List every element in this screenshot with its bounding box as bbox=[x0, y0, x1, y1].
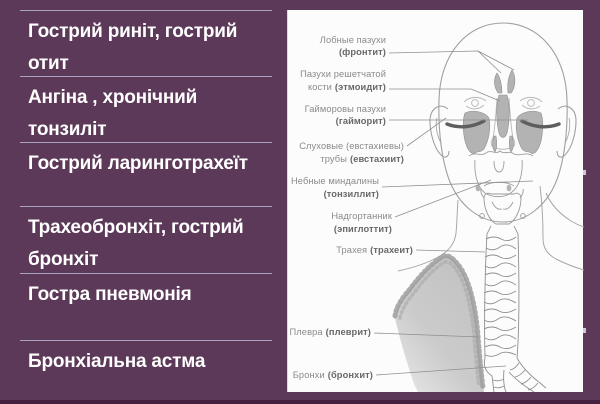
pleura-border bbox=[392, 253, 486, 391]
neck-shoulders bbox=[397, 185, 584, 272]
list-item: Трахеобронхіт, гострий бронхіт bbox=[20, 206, 272, 273]
list-item-label: Гострий риніт, гострий отит bbox=[28, 21, 238, 74]
tonsil-left bbox=[475, 184, 481, 192]
cropped-edge-mark bbox=[583, 328, 586, 333]
lung-shape bbox=[395, 255, 484, 392]
label-maxillary-sinus-term: (гайморит) bbox=[336, 116, 386, 126]
slide-bottom-edge bbox=[0, 400, 600, 404]
trachea bbox=[483, 233, 520, 359]
sinus-shapes bbox=[462, 69, 544, 154]
label-pleura: Плевра(плеврит) bbox=[290, 327, 372, 337]
list-item-label: Трахеобронхіт, гострий бронхіт bbox=[28, 217, 244, 270]
label-ethmoid-sinus-term: кости(этмоидит) bbox=[308, 82, 386, 92]
diagram-labels: Лобные пазухи (фронтит) Пазухи решетчато… bbox=[290, 35, 413, 380]
list-item-label: Гострий ларинготрахеїт bbox=[28, 153, 248, 174]
label-epiglottis: Надгортанник bbox=[331, 211, 393, 221]
ethmoid-cell bbox=[509, 135, 514, 153]
label-bronchi: Бронхи(бронхит) bbox=[293, 370, 373, 380]
anatomy-figure-panel: Лобные пазухи (фронтит) Пазухи решетчато… bbox=[287, 10, 584, 392]
frontal-sinus-left bbox=[494, 72, 503, 94]
label-eustachian-tubes: Слуховые (евстахиевы) bbox=[299, 141, 404, 151]
bronchi bbox=[483, 357, 547, 392]
label-trachea: Трахея(трахеит) bbox=[336, 245, 413, 255]
list-item: Гострий ларинготрахеїт bbox=[20, 142, 272, 206]
maxillary-sinus-right bbox=[515, 110, 544, 154]
label-frontal-sinus-term: (фронтит) bbox=[339, 47, 386, 57]
tonsil-right bbox=[506, 184, 512, 192]
label-eustachian-tubes-term: трубы(евстахиит) bbox=[320, 154, 404, 164]
ethmoid-cell bbox=[492, 135, 497, 153]
label-tonsils: Небные миндалины bbox=[291, 176, 379, 186]
ethmoid-sinus bbox=[496, 94, 510, 138]
label-tonsils-term: (тонзиллит) bbox=[324, 189, 379, 199]
list-item: Гострий риніт, гострий отит bbox=[20, 10, 272, 76]
list-item-label: Гостра пневмонія bbox=[28, 284, 192, 305]
list-item: Бронхіальна астма bbox=[20, 340, 272, 404]
list-item-label: Ангіна , хронічний тонзиліт bbox=[28, 87, 198, 140]
disease-list: Гострий риніт, гострий отит Ангіна , хро… bbox=[0, 0, 287, 404]
list-item: Ангіна , хронічний тонзиліт bbox=[20, 76, 272, 142]
label-ethmoid-sinus: Пазухи решетчатой bbox=[300, 69, 386, 79]
label-epiglottis-term: (эпиглоттит) bbox=[334, 224, 392, 234]
list-item-label: Бронхіальна астма bbox=[28, 351, 206, 372]
larynx bbox=[479, 188, 526, 235]
label-frontal-sinus: Лобные пазухи bbox=[320, 35, 386, 45]
pleura-border-inner bbox=[398, 260, 481, 389]
mouth-pharynx bbox=[468, 150, 534, 198]
cropped-edge-mark bbox=[583, 170, 586, 175]
maxillary-sinus-left bbox=[462, 110, 491, 154]
label-maxillary-sinus: Гайморовы пазухи bbox=[305, 104, 386, 114]
lung-pleura bbox=[392, 253, 486, 392]
label-connectors bbox=[373, 50, 534, 376]
frontal-sinus-right bbox=[507, 69, 516, 94]
list-item: Гостра пневмонія bbox=[20, 273, 272, 340]
eustachian-tubes bbox=[445, 119, 561, 129]
respiratory-anatomy-diagram: Лобные пазухи (фронтит) Пазухи решетчато… bbox=[290, 22, 584, 392]
